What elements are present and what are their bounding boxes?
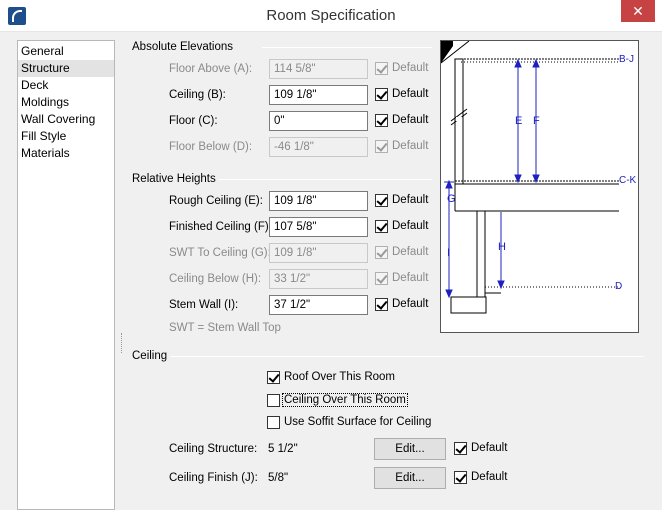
dimension-lines (444, 58, 540, 299)
rough-ceiling-input[interactable]: 109 1/8" (269, 191, 368, 211)
nav-item-fill-style[interactable]: Fill Style (21, 129, 67, 143)
floor-above-label: Floor Above (A): (169, 63, 253, 75)
ceiling-group-title: Ceiling (132, 350, 168, 362)
ceiling-group-separator (170, 356, 644, 357)
stem-wall-input[interactable]: 37 1/2" (269, 295, 368, 315)
ceiling-below-input[interactable]: 33 1/2" (269, 269, 368, 289)
ceiling-label: Ceiling (B): (169, 89, 226, 101)
marker-f: F (533, 115, 540, 127)
nav-item-deck[interactable]: Deck (21, 78, 49, 92)
finished-ceiling-input[interactable]: 107 5/8" (269, 217, 368, 237)
stem-wall-label: Stem Wall (I): (169, 299, 239, 311)
floor-below-default-label: Default (392, 140, 429, 152)
category-list: General Structure Deck Moldings Wall Cov… (17, 40, 115, 510)
finished-ceiling-label: Finished Ceiling (F): (169, 221, 272, 233)
nav-item-wall-covering[interactable]: Wall Covering (21, 112, 96, 126)
marker-bj: B-J (619, 54, 634, 65)
roof-corner (441, 41, 453, 63)
ceiling-default-checkbox[interactable] (375, 88, 388, 101)
roof-line (441, 41, 470, 64)
rough-ceiling-label: Rough Ceiling (E): (169, 195, 263, 207)
marker-ck: C-K (619, 175, 637, 186)
footing (450, 296, 487, 314)
ceiling-structure-edit-button[interactable]: Edit... (374, 438, 446, 460)
relative-heights-separator (218, 179, 432, 180)
swt-to-ceiling-label: SWT To Ceiling (G): (169, 247, 271, 259)
swt-note: SWT = Stem Wall Top (169, 322, 281, 334)
marker-h: H (498, 241, 506, 253)
swt-to-ceiling-default-label: Default (392, 246, 429, 258)
floor-above-input[interactable]: 114 5/8" (269, 59, 368, 79)
finished-ceiling-default-label: Default (392, 220, 429, 232)
nav-item-structure[interactable]: Structure (18, 60, 114, 77)
close-button[interactable]: ✕ (621, 0, 655, 22)
ceiling-below-default-label: Default (392, 272, 429, 284)
ceiling-structure-default-label: Default (471, 442, 508, 454)
ceiling-default-label: Default (392, 88, 429, 100)
floor-default-label: Default (392, 114, 429, 126)
ceiling-finish-default-checkbox[interactable] (454, 471, 467, 484)
marker-e: E (515, 115, 523, 127)
rough-ceiling-default-label: Default (392, 194, 429, 206)
splitter-handle[interactable] (121, 333, 122, 353)
roof-over-room-label: Roof Over This Room (284, 371, 395, 383)
ceiling-finish-value: 5/8" (268, 472, 289, 484)
marker-g: G (447, 193, 456, 205)
window-title: Room Specification (266, 7, 396, 24)
floor-input[interactable]: 0" (269, 111, 368, 131)
ceiling-structure-label: Ceiling Structure: (169, 443, 258, 455)
floor-below-label: Floor Below (D): (169, 141, 253, 153)
stem-wall-default-checkbox[interactable] (375, 298, 388, 311)
ceiling-finish-edit-button[interactable]: Edit... (374, 467, 446, 489)
floor-below-default-checkbox[interactable] (375, 140, 388, 153)
elevation-diagram: B-J C-K D E F G H I (440, 40, 639, 333)
title-bar: Room Specification ✕ (0, 0, 662, 32)
ceiling-over-room-checkbox[interactable] (267, 394, 280, 407)
elevation-diagram-svg (441, 41, 619, 314)
ceiling-structure-value: 5 1/2" (268, 443, 298, 455)
floor-above-default-checkbox[interactable] (375, 62, 388, 75)
ceiling-below-label: Ceiling Below (H): (169, 273, 262, 285)
ceiling-below-default-checkbox[interactable] (375, 272, 388, 285)
swt-to-ceiling-default-checkbox[interactable] (375, 246, 388, 259)
rough-ceiling-default-checkbox[interactable] (375, 194, 388, 207)
floor-label: Floor (C): (169, 115, 218, 127)
marker-d: D (615, 281, 623, 292)
ceiling-input[interactable]: 109 1/8" (269, 85, 368, 105)
swt-to-ceiling-input[interactable]: 109 1/8" (269, 243, 368, 263)
nav-item-materials[interactable]: Materials (21, 146, 70, 160)
absolute-elevations-title: Absolute Elevations (132, 41, 234, 53)
relative-heights-title: Relative Heights (132, 173, 216, 185)
break-line-1 (450, 108, 468, 122)
finished-ceiling-default-checkbox[interactable] (375, 220, 388, 233)
nav-item-general[interactable]: General (21, 44, 64, 58)
floor-above-default-label: Default (392, 62, 429, 74)
stem-wall-shape (476, 210, 486, 298)
absolute-elevations-separator (262, 47, 432, 48)
app-icon (8, 7, 26, 25)
ceiling-finish-default-label: Default (471, 471, 508, 483)
ceiling-finish-label: Ceiling Finish (J): (169, 472, 258, 484)
floor-below-input[interactable]: -46 1/8" (269, 137, 368, 157)
roof-over-room-checkbox[interactable] (267, 371, 280, 384)
break-gap (456, 117, 462, 121)
marker-i: I (447, 247, 451, 259)
soffit-surface-checkbox[interactable] (267, 416, 280, 429)
floor-default-checkbox[interactable] (375, 114, 388, 127)
ceiling-structure-default-checkbox[interactable] (454, 442, 467, 455)
nav-item-moldings[interactable]: Moldings (21, 95, 70, 109)
soffit-surface-label: Use Soffit Surface for Ceiling (284, 416, 432, 428)
ceiling-over-room-label: Ceiling Over This Room (282, 393, 408, 407)
stem-wall-default-label: Default (392, 298, 429, 310)
